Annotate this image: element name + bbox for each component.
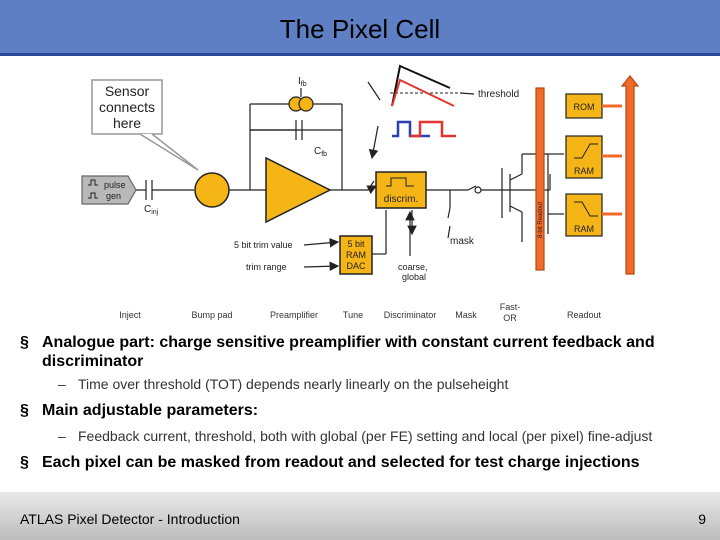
subbullet-text: Feedback current, threshold, both with g… — [78, 428, 653, 444]
bump-pad — [194, 172, 230, 208]
discrim-output-pulse — [392, 120, 456, 138]
trim-value-label: 5 bit trim value — [234, 240, 293, 250]
title-bar: The Pixel Cell — [0, 0, 720, 56]
ram-block-1 — [565, 135, 603, 179]
bullet-marker: § — [20, 454, 29, 471]
stage-inject: Inject — [119, 310, 141, 320]
bus-label: 8-bit Readout — [538, 202, 544, 238]
footer: ATLAS Pixel Detector - Introduction 9 — [0, 492, 720, 540]
bullet-parameters: § Main adjustable parameters: — [20, 401, 700, 420]
c-inj-label: Cinj — [144, 204, 159, 216]
fast-or-transistor — [501, 153, 549, 242]
bullet-analogue: § Analogue part: charge sensitive preamp… — [20, 333, 700, 371]
pulse-gen-line-1: pulse — [104, 180, 126, 190]
preamplifier — [265, 156, 332, 224]
stage-preamplifier: Preamplifier — [270, 310, 318, 320]
callout-line-1: Sensor — [105, 83, 150, 99]
readout-bus — [535, 87, 545, 271]
stage-fast-or-1: Fast- — [500, 302, 521, 312]
coarse-global-line-2: global — [402, 272, 426, 282]
slide-title: The Pixel Cell — [279, 14, 441, 44]
stage-mask: Mask — [455, 310, 477, 320]
readout-arrow — [620, 75, 640, 275]
bullet-text: Each pixel can be masked from readout an… — [42, 454, 640, 471]
ram-label-2: RAM — [574, 224, 594, 234]
bullet-mask: § Each pixel can be masked from readout … — [20, 453, 700, 472]
footer-text: ATLAS Pixel Detector - Introduction — [20, 511, 240, 527]
subbullet-marker: – — [58, 428, 66, 444]
ram-block-2 — [565, 193, 603, 237]
rom-label: ROM — [574, 102, 595, 112]
stage-tune: Tune — [343, 310, 363, 320]
rom-block — [565, 93, 603, 119]
subbullet-tot: – Time over threshold (TOT) depends near… — [20, 376, 700, 393]
subbullet-marker: – — [58, 376, 66, 392]
subbullet-feedback: – Feedback current, threshold, both with… — [20, 428, 700, 445]
i-fb-label: Ifb — [298, 76, 307, 88]
subbullet-text: Time over threshold (TOT) depends nearly… — [78, 376, 509, 392]
mask-label: mask — [450, 236, 475, 247]
stage-bump-pad: Bump pad — [191, 310, 232, 320]
bullet-text: Analogue part: charge sensitive preampli… — [42, 334, 655, 370]
pulse-gen-line-2: gen — [106, 191, 121, 201]
ram-label-1: RAM — [574, 166, 594, 176]
stage-readout: Readout — [567, 310, 602, 320]
page-number: 9 — [698, 511, 706, 527]
bullet-text: Main adjustable parameters: — [42, 402, 259, 419]
c-fb-label: Cfb — [314, 146, 327, 158]
bullet-marker: § — [20, 334, 29, 351]
pixel-cell-diagram: Sensor connects here pulse gen Cinj — [81, 64, 640, 323]
bullet-marker: § — [20, 402, 29, 419]
ram-dac-block — [339, 235, 373, 275]
discrim-label: discrim. — [384, 194, 418, 205]
stage-fast-or-2: OR — [503, 313, 517, 323]
stage-discriminator: Discriminator — [384, 310, 437, 320]
pulse-gen-block: pulse gen — [81, 175, 137, 205]
ram-dac-line-1: 5 bit — [347, 239, 365, 249]
callout-line-2: connects — [99, 99, 155, 115]
ram-dac-line-2: RAM — [346, 250, 366, 260]
sensor-callout: Sensor connects here — [91, 79, 199, 171]
coarse-global-line-1: coarse, — [398, 262, 428, 272]
callout-line-3: here — [113, 115, 141, 131]
preamp-output-pulse: threshold — [390, 64, 519, 107]
threshold-label: threshold — [478, 89, 519, 100]
trim-range-label: trim range — [246, 262, 287, 272]
ram-dac-line-3: DAC — [346, 261, 366, 271]
bullet-list: § Analogue part: charge sensitive preamp… — [20, 333, 700, 472]
